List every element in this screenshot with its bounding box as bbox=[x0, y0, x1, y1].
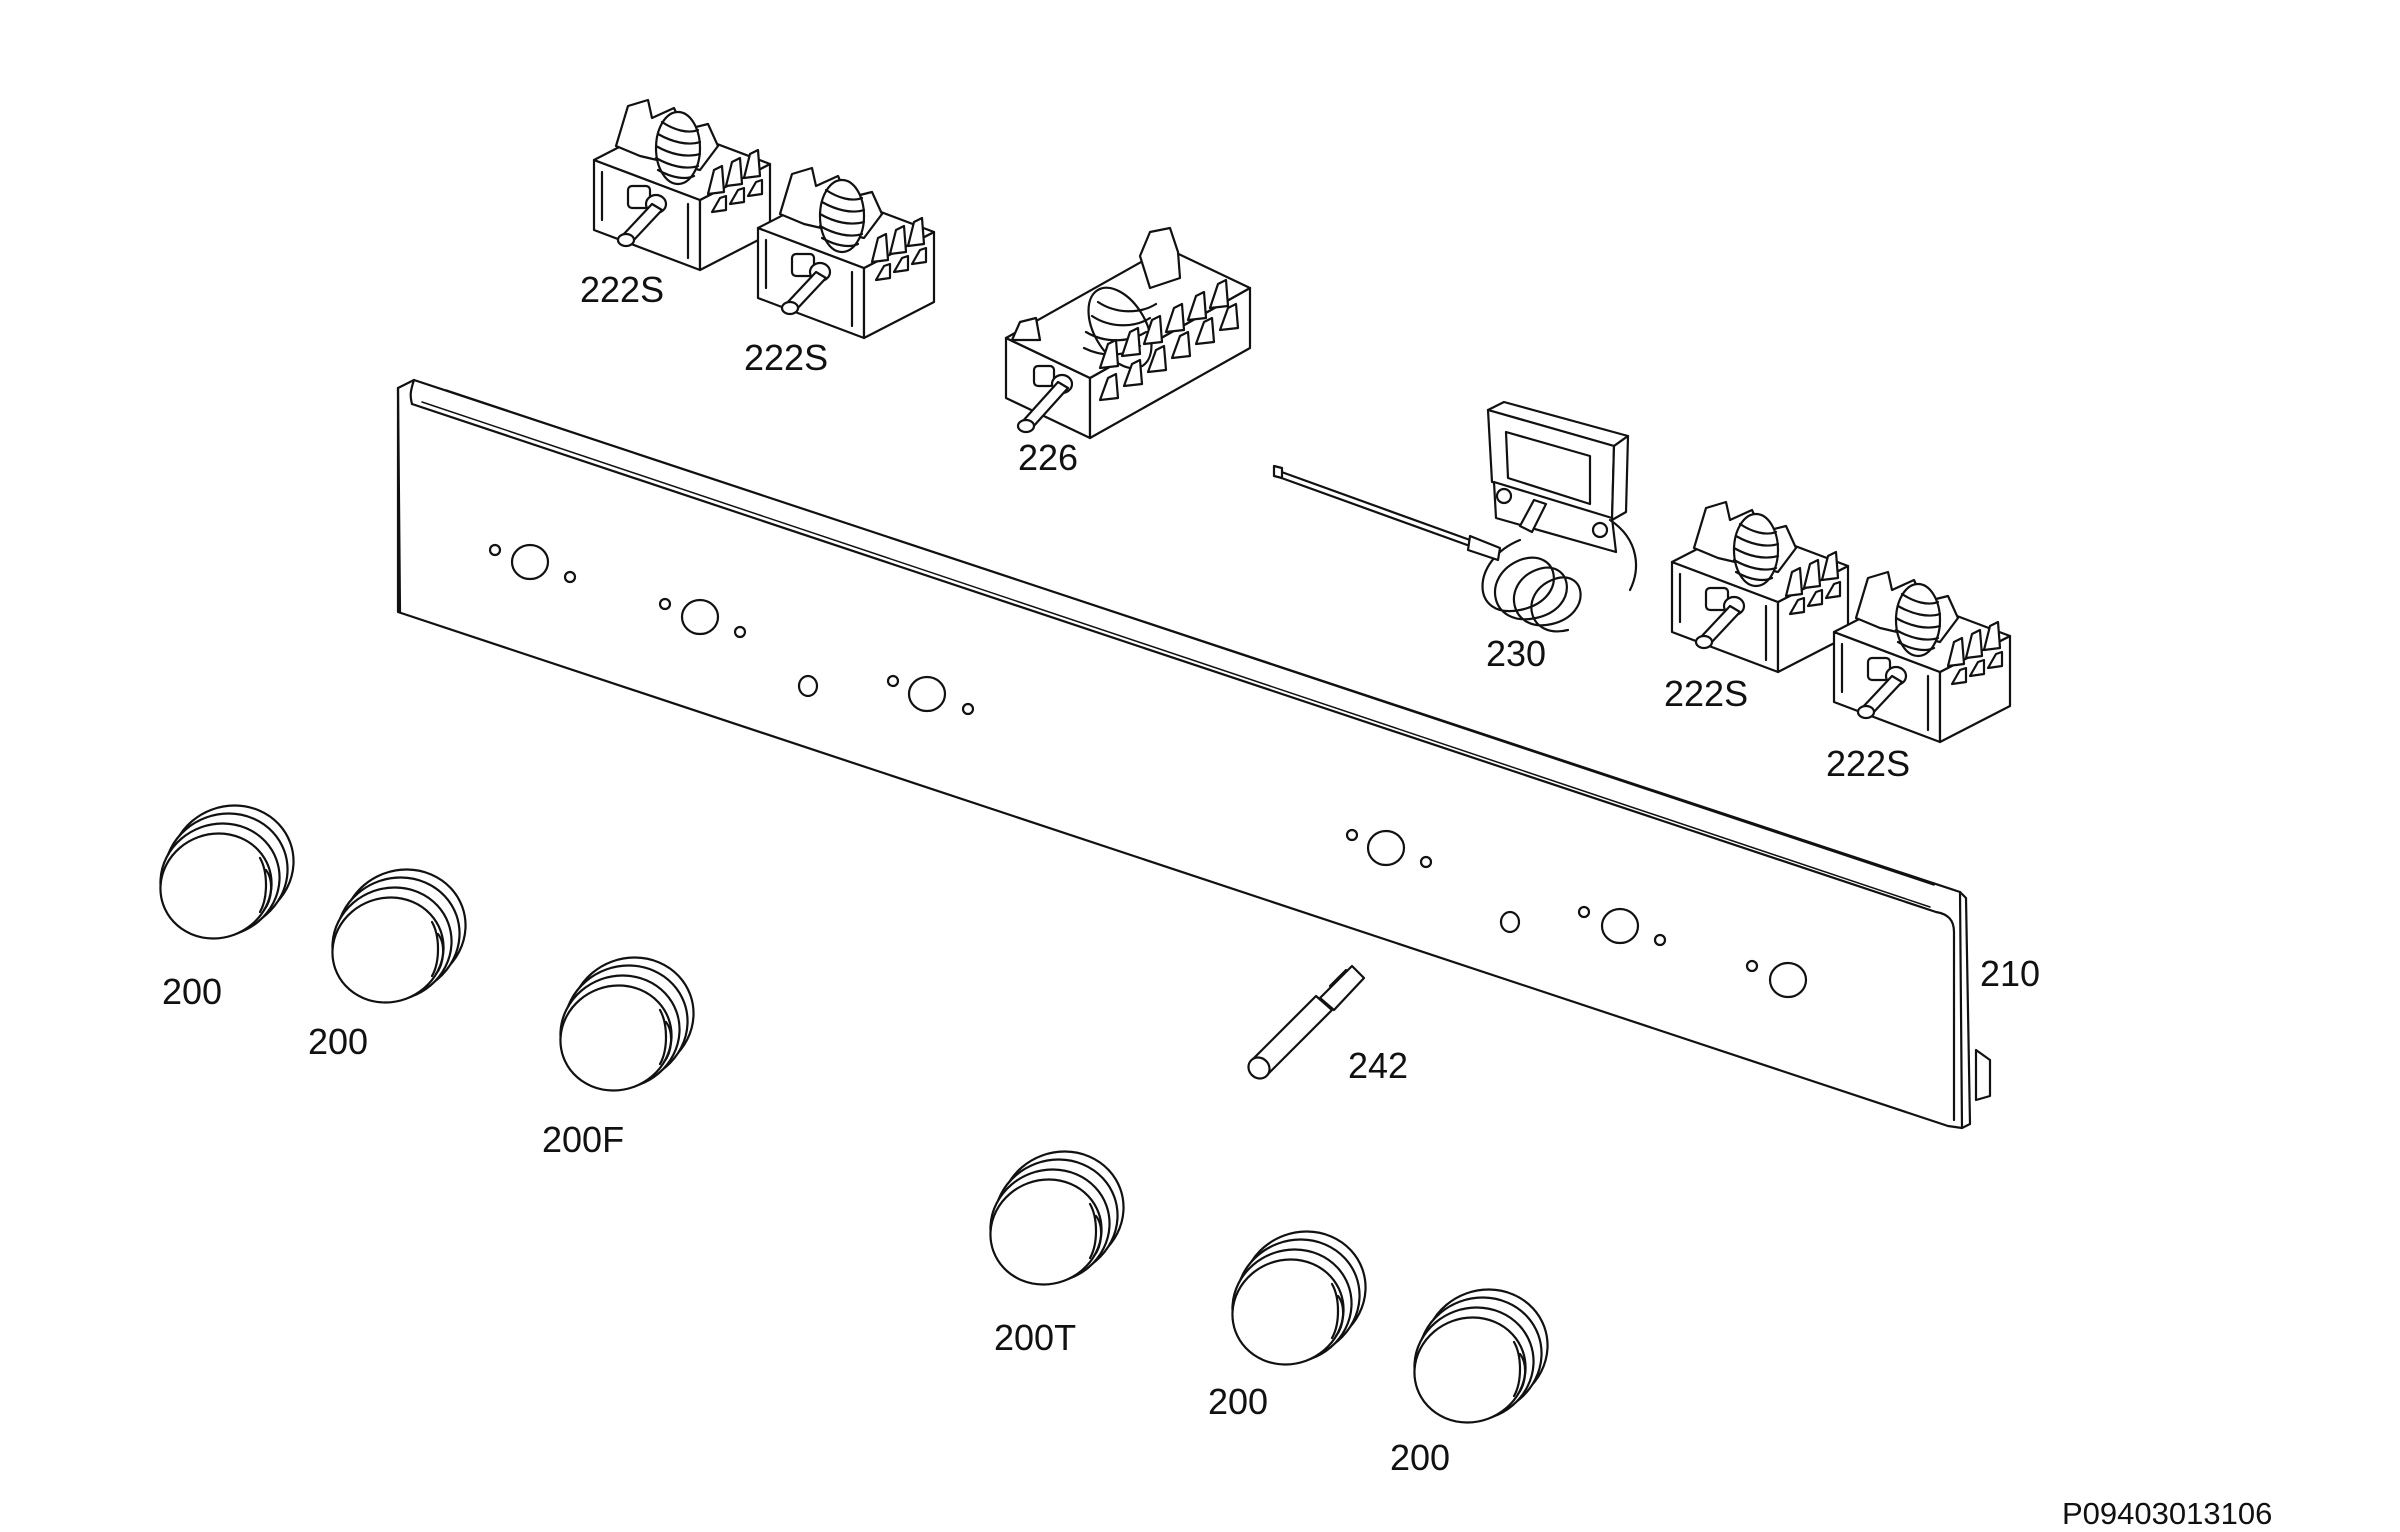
label-242: 242 bbox=[1348, 1045, 1408, 1086]
label-200f: 200F bbox=[542, 1119, 624, 1160]
selector-switch-222s-a bbox=[592, 98, 772, 272]
indicator-lamp-242 bbox=[1247, 964, 1366, 1080]
knob-200-b bbox=[315, 851, 484, 1020]
selector-switch-222s-b bbox=[756, 166, 936, 340]
label-222s-a: 222S bbox=[580, 269, 664, 310]
label-200-a: 200 bbox=[162, 971, 222, 1012]
knob-200-c bbox=[1215, 1213, 1384, 1382]
label-200-b: 200 bbox=[308, 1021, 368, 1062]
label-200t: 200T bbox=[994, 1317, 1076, 1358]
thermostat-230 bbox=[1272, 400, 1638, 633]
knob-200t bbox=[973, 1133, 1142, 1302]
label-222s-c: 222S bbox=[1664, 673, 1748, 714]
label-222s-b: 222S bbox=[744, 337, 828, 378]
label-222s-d: 222S bbox=[1826, 743, 1910, 784]
panel-holes bbox=[488, 543, 1808, 999]
knob-200-d bbox=[1397, 1271, 1566, 1440]
multi-function-switch-226 bbox=[1004, 226, 1252, 440]
label-200-d: 200 bbox=[1390, 1437, 1450, 1478]
knob-200f bbox=[543, 939, 712, 1108]
label-230: 230 bbox=[1486, 633, 1546, 674]
selector-switch-222s-d bbox=[1832, 570, 2012, 744]
label-210: 210 bbox=[1980, 953, 2040, 994]
control-panel bbox=[396, 378, 1992, 1130]
selector-switch-222s-c bbox=[1670, 500, 1850, 674]
knob-200-a bbox=[143, 787, 312, 956]
reference-code: P09403013106 bbox=[2062, 1496, 2272, 1531]
label-200-c: 200 bbox=[1208, 1381, 1268, 1422]
label-226: 226 bbox=[1018, 437, 1078, 478]
